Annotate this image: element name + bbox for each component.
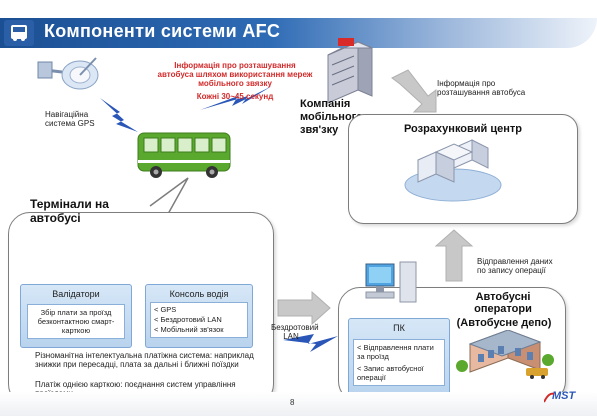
- page-number: 8: [290, 398, 295, 407]
- location-info-line2: автобуса шляхом використання мереж: [157, 70, 313, 79]
- driver-console-panel: Консоль водія < GPS < Бездротовий LAN < …: [145, 284, 253, 348]
- settlement-center-title: Розрахунковий центр: [403, 123, 522, 135]
- list-item: < Бездротовий LAN: [154, 315, 222, 324]
- settlement-building-overlay: [404, 139, 502, 202]
- logo-swoosh-icon: [544, 392, 554, 403]
- terminals-title: Термінали на автобусі: [30, 197, 109, 225]
- bus-icon: [137, 132, 231, 178]
- location-info-line3: мобільного звязку: [198, 79, 272, 88]
- payment-system-note: Різноманітна інтелектуальна платіжна сис…: [35, 351, 254, 369]
- bus-depot-label: (Автобусне депо): [456, 317, 552, 329]
- location-info-note: Інформація про розташування автобуса шля…: [148, 61, 322, 101]
- arrow-up-icon: [434, 229, 474, 282]
- validators-desc: Збір плати за проїзд безконтактною смарт…: [27, 304, 125, 339]
- gps-satellite-icon: [37, 57, 99, 90]
- mobile-company-label: Компанія мобільного звя'зку: [300, 98, 363, 136]
- bus-header-icon: [4, 20, 34, 46]
- list-item: < GPS: [154, 305, 177, 314]
- pc-title: ПК: [393, 323, 405, 333]
- terminals-callout-tail: [149, 177, 189, 215]
- update-interval: Кожні 30~45 секунд: [196, 92, 274, 101]
- location-info-line1: Інформація про розташування: [174, 61, 296, 70]
- list-item: < Відправлення плати за проїзд: [357, 343, 434, 361]
- driver-console-list: < GPS < Бездротовий LAN < Мобільний зв'я…: [150, 302, 248, 338]
- footer-bar: [0, 392, 597, 416]
- validators-title: Валідатори: [52, 289, 100, 299]
- bus-operators-title: Автобусні оператори: [474, 291, 532, 315]
- lightning-gps-icon: [100, 98, 138, 132]
- bus-location-info: Інформація про розташування автобуса: [437, 79, 526, 97]
- wireless-lan-label: Бездротовий LAN: [271, 323, 319, 341]
- mst-logo: MST: [552, 390, 576, 402]
- pc-panel: ПК < Відправлення плати за проїзд < Запи…: [348, 318, 450, 398]
- driver-console-title: Консоль водія: [169, 289, 229, 299]
- lightning-mobile-icon: [200, 86, 272, 110]
- validators-panel: Валідатори Збір плати за проїзд безконта…: [20, 284, 132, 348]
- gps-label: Навігаційна система GPS: [45, 110, 95, 128]
- server-tower-icon: [327, 38, 373, 104]
- pc-list: < Відправлення плати за проїзд < Запис а…: [353, 339, 445, 386]
- pc-icon: [365, 261, 417, 303]
- page-title: Компоненти системи AFC: [44, 21, 281, 41]
- list-item: < Мобільний зв'язок: [154, 325, 224, 334]
- arrow-right-icon: [277, 290, 331, 326]
- lightning-lan-icon: [283, 334, 338, 352]
- depot-building-icon: [456, 330, 554, 379]
- title-bar: [0, 18, 597, 48]
- list-item: < Запис автобусної операції: [357, 364, 424, 382]
- data-transfer-label: Відправлення даних по запису операції: [477, 257, 553, 275]
- arrow-to-settlement-icon: [391, 69, 437, 113]
